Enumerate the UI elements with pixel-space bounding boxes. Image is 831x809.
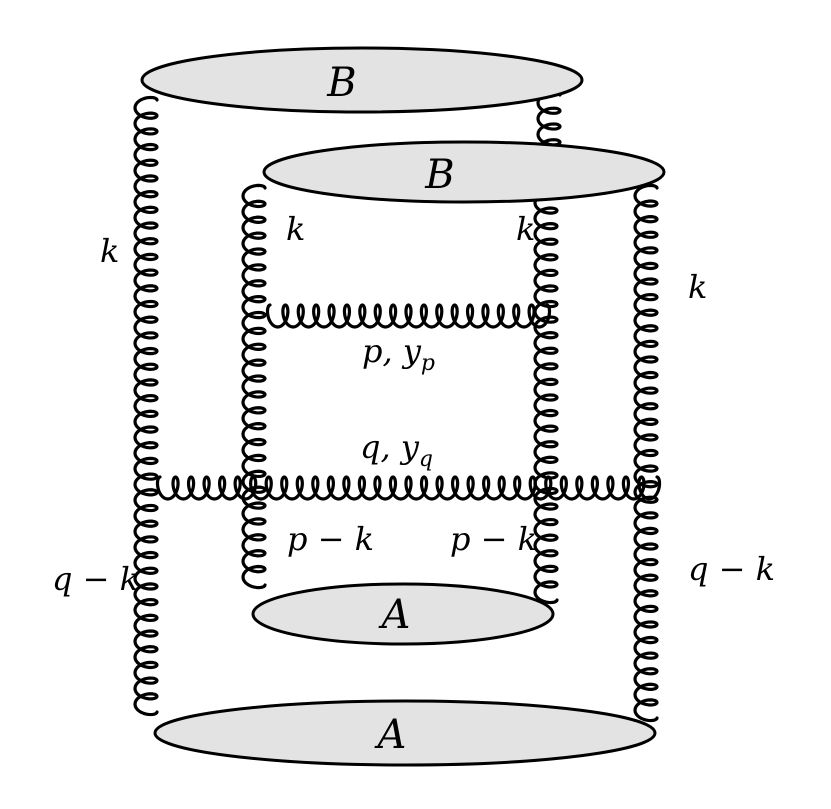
gluon-outer-right bbox=[633, 183, 659, 723]
blob-outer-bottom bbox=[153, 699, 657, 767]
gluon-rung-q bbox=[155, 475, 662, 501]
label-outer-right-upper: k bbox=[688, 268, 707, 306]
label-rung-p-sub: p bbox=[421, 351, 435, 376]
gluon-outer-right-back bbox=[536, 90, 562, 163]
label-rung-q-sub: q bbox=[419, 447, 433, 472]
blob-outer-top-label: B bbox=[326, 60, 356, 106]
gluon-rung-p bbox=[265, 303, 552, 329]
blob-outer-top bbox=[140, 46, 584, 114]
gluon-outer-left bbox=[133, 95, 159, 717]
label-outer-left-upper: k bbox=[100, 232, 119, 270]
blob-inner-bottom-label: A bbox=[378, 592, 411, 638]
blob-inner-bottom bbox=[251, 582, 555, 646]
blob-outer-bottom-label: A bbox=[374, 712, 407, 758]
label-inner-right-lower: p − k bbox=[450, 520, 537, 558]
label-inner-left-lower: p − k bbox=[287, 520, 374, 558]
gluon-inner-left bbox=[241, 183, 267, 590]
gluon-inner-right bbox=[533, 190, 559, 605]
label-inner-left-upper: k bbox=[286, 210, 305, 248]
label-inner-right-upper: k bbox=[516, 210, 535, 248]
blob-inner-top bbox=[262, 140, 666, 204]
label-rung-p-main: p, y bbox=[362, 332, 422, 370]
label-rung-p: p, yp bbox=[362, 332, 435, 376]
blob-inner-top-label: B bbox=[424, 152, 454, 198]
label-outer-right-lower: q − k bbox=[688, 550, 775, 588]
label-rung-q-main: q, y bbox=[360, 428, 420, 466]
label-outer-left-lower: q − k bbox=[52, 560, 139, 598]
label-rung-q: q, yq bbox=[360, 428, 433, 472]
